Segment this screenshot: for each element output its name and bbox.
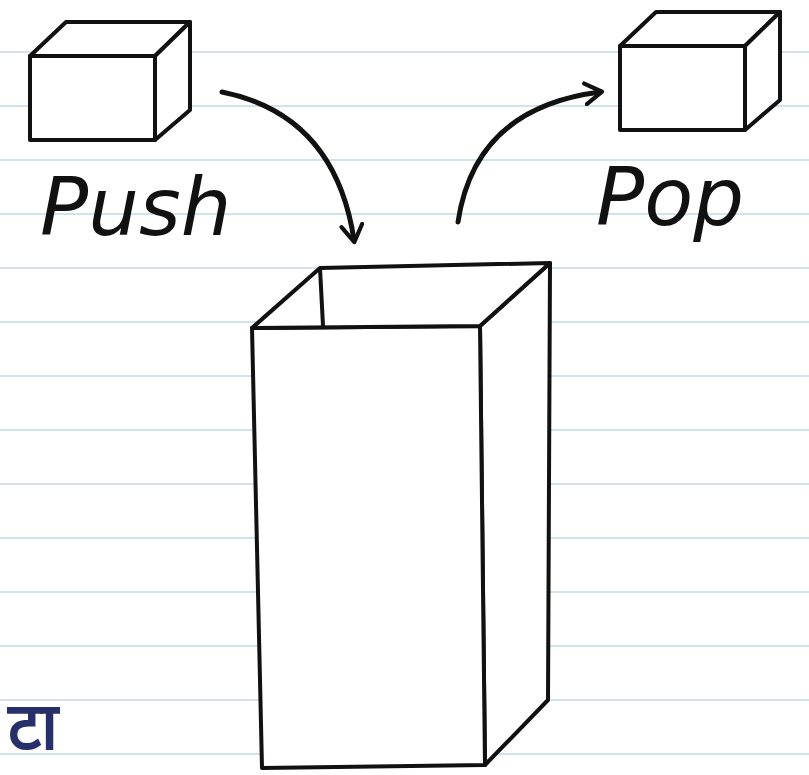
push-cube — [30, 22, 190, 140]
stack-container — [252, 263, 550, 768]
operation-label: Push — [40, 168, 231, 248]
push-arrow — [222, 92, 354, 240]
operation-label: Pop — [596, 158, 744, 238]
caption-fragment: टा — [8, 694, 58, 760]
pop-arrow — [458, 92, 600, 222]
pop-cube — [620, 12, 780, 130]
